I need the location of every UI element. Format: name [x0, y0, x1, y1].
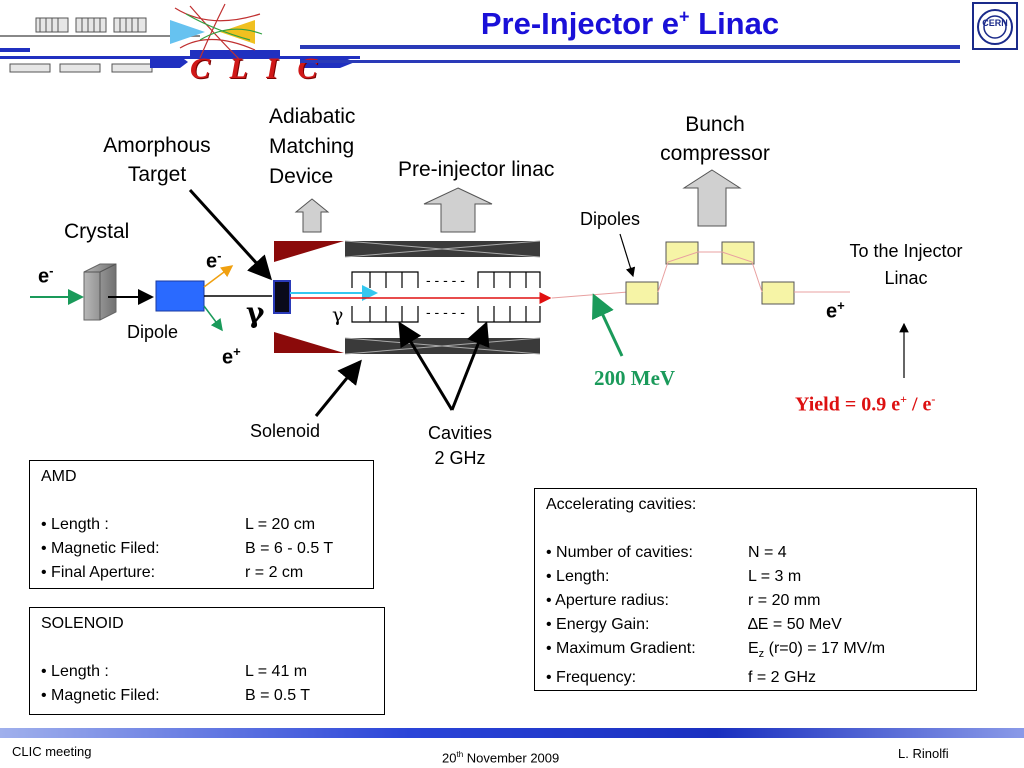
cavities-row: • Frequency:f = 2 GHz: [546, 669, 817, 687]
cavity-dashes-bottom: - - - - -: [426, 304, 465, 320]
amd-info-box: AMD • Length :L = 20 cm • Magnetic Filed…: [29, 460, 374, 589]
e-plus-deflected-arrow: [203, 305, 223, 332]
amd-row: • Final Aperture:r = 2 cm: [41, 564, 304, 581]
cavities-pointer-2: [450, 321, 490, 411]
footer-date: 20th November 2009: [442, 750, 560, 766]
compressor-dipole-2: [665, 241, 699, 265]
title-text: Pre-Injector e: [480, 6, 679, 41]
cavities-info-box: Accelerating cavities: • Number of cavit…: [534, 488, 977, 691]
label-energy: 200 MeV: [594, 366, 676, 390]
label-bunch-compressor: Bunch compressor: [660, 113, 770, 165]
cavities-structure: [351, 271, 541, 323]
solenoid-row: • Length :L = 41 m: [41, 663, 308, 680]
footer-left: CLIC meeting: [12, 744, 92, 759]
cern-logo-icon: [977, 9, 1013, 45]
compressor-beam-path: [657, 251, 763, 293]
label-yield: Yield = 0.9 e+ / e-: [795, 392, 936, 416]
footer-right: L. Rinolfi: [898, 746, 949, 761]
cavities-row: • Aperture radius:r = 20 mm: [546, 592, 821, 609]
label-e-minus-out: e-: [206, 248, 222, 273]
dipoles-pointer: [619, 233, 636, 278]
cavities-title: Accelerating cavities:: [546, 496, 697, 513]
header-rule-arrow: [300, 60, 960, 63]
cavities-row: • Number of cavities:N = 4: [546, 544, 787, 561]
footer-stripe: [0, 728, 1024, 738]
label-e-minus-in: e-: [38, 263, 54, 288]
energy-pointer: [592, 293, 624, 357]
e-minus-deflected-arrow: [203, 265, 234, 288]
cern-logo-text: CERN: [982, 18, 1008, 28]
label-crystal: Crystal: [64, 220, 130, 243]
solenoid-pointer: [314, 359, 362, 417]
compressor-up-arrow: [682, 169, 742, 227]
linac-diagram: [30, 169, 909, 417]
label-amorphous-target: Amorphous Target: [103, 134, 211, 186]
label-cavities: Cavities 2 GHz: [427, 423, 493, 468]
beamline-to-compressor: [551, 291, 629, 299]
page-title: Pre-Injector e+ Linac: [440, 6, 820, 42]
linac-up-arrow: [423, 187, 493, 233]
solenoid-row: • Magnetic Filed:B = 0.5 T: [41, 687, 311, 704]
amd-title: AMD: [41, 468, 77, 485]
label-gamma-small: γ: [332, 304, 344, 326]
solenoid-lower: [344, 337, 541, 355]
label-to-injector: To the Injector Linac: [849, 241, 963, 288]
label-e-plus-out: e+: [222, 344, 241, 369]
title-sup: +: [679, 6, 690, 27]
label-dipoles: Dipoles: [580, 209, 641, 229]
amorphous-pointer: [188, 188, 273, 281]
compressor-dipole-4: [761, 281, 795, 305]
cavities-row: • Energy Gain:∆E = 50 MeV: [546, 616, 842, 633]
label-pre-injector-linac: Pre-injector linac: [398, 158, 555, 181]
solenoid-title: SOLENOID: [41, 615, 124, 632]
solenoid-info-box: SOLENOID • Length :L = 41 m • Magnetic F…: [29, 607, 385, 715]
adiabatic-up-arrow: [294, 198, 330, 233]
compressor-dipole-3: [721, 241, 755, 265]
amd-upper: [274, 241, 344, 262]
compressor-dipole-1: [625, 281, 659, 305]
label-e-plus-final: e+: [826, 298, 845, 323]
dipole-magnet: [155, 280, 205, 312]
cavities-pointer-1: [398, 321, 454, 411]
header-rule: [300, 45, 960, 49]
label-adiabatic: Adiabatic Matching Device: [269, 105, 356, 188]
amorphous-target: [273, 280, 291, 314]
clic-logo-text: C L I C: [190, 52, 324, 85]
label-gamma-big: γ: [246, 296, 265, 329]
title-end: Linac: [689, 6, 780, 41]
amd-lower: [274, 332, 344, 353]
cavities-row: • Maximum Gradient:Ez (r=0) = 17 MV/m: [546, 640, 886, 661]
label-solenoid: Solenoid: [250, 421, 321, 441]
amd-row: • Magnetic Filed:B = 6 - 0.5 T: [41, 540, 334, 557]
cavities-row: • Length:L = 3 m: [546, 568, 802, 585]
amd-row: • Length :L = 20 cm: [41, 516, 316, 533]
solenoid-upper: [344, 240, 541, 258]
cern-logo: CERN: [972, 2, 1018, 50]
label-dipole: Dipole: [127, 322, 179, 342]
cavity-dashes-top: - - - - -: [426, 272, 465, 288]
